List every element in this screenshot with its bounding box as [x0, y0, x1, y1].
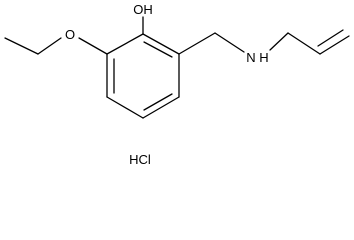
ether-bond-ring	[78, 37, 108, 55]
amine-allyl-bond	[269, 32, 289, 51]
ethyl-bond	[4, 37, 39, 55]
molecule-structure: OH O N H HCl	[4, 2, 350, 167]
benzyl-bond	[178, 32, 216, 55]
ring-double-bond-c4-c5	[143, 93, 173, 111]
ring-bond-c1-c2	[106, 33, 144, 55]
ring-bond-c3-c4	[106, 96, 144, 119]
ether-oxygen-label: O	[65, 27, 75, 42]
ring-double-bond-c6-c1	[143, 41, 173, 58]
amine-label: N	[246, 50, 255, 65]
salt-label: HCl	[129, 152, 151, 167]
amine-hydrogen-label: H	[259, 50, 268, 65]
methylene-amine-bond	[214, 32, 245, 53]
ring-bond-c6-c1	[142, 33, 180, 55]
allyl-double-bond-inner	[317, 29, 344, 47]
ring-bond-c4-c5	[142, 96, 180, 119]
hydroxyl-label: OH	[133, 2, 153, 17]
allyl-single-bond	[287, 32, 321, 55]
allyl-double-bond-outer	[319, 35, 350, 55]
benzene-ring	[106, 33, 180, 119]
ether-bond-ethyl	[37, 37, 62, 55]
